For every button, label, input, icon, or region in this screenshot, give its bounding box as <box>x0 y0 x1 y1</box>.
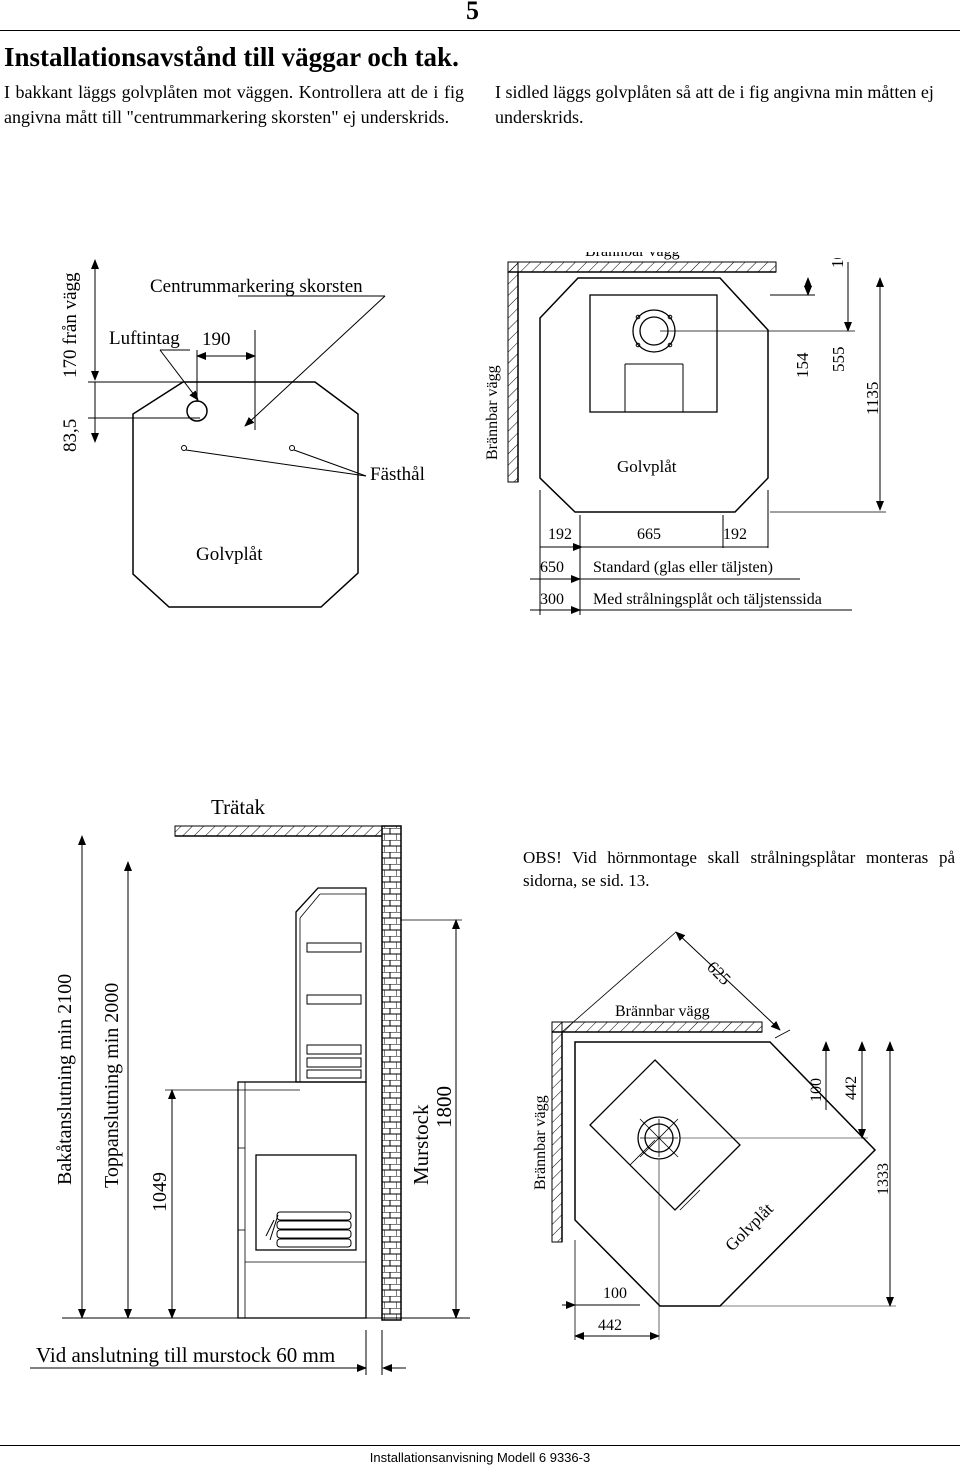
dim-665: 665 <box>637 526 661 543</box>
dim-442-right: 442 <box>843 1076 860 1100</box>
combustible-wall-top <box>551 1021 763 1033</box>
dim-100-bottom: 100 <box>603 1285 627 1302</box>
back-connection-dim: Bakåtanslutning min 2100 <box>54 974 76 1185</box>
air-intake-label: Luftintag <box>109 328 180 349</box>
figure-side-walls: Brännbar vägg Brännbar vägg Golvplåt 154… <box>484 238 886 615</box>
combustible-wall-left <box>507 261 519 483</box>
page-number: 5 <box>466 0 479 25</box>
top-rule <box>0 30 960 31</box>
floor-plate-outline <box>132 381 359 608</box>
firebox-door <box>255 1154 357 1251</box>
ventilation-slots <box>306 942 362 1079</box>
dim-170-from-wall: 170 från vägg <box>60 272 81 378</box>
radiation-plate-label: Med strålningsplåt och täljstenssida <box>593 591 822 608</box>
floor-plate-outline <box>539 277 769 513</box>
footer-rule <box>0 1445 960 1446</box>
dim-1333: 1333 <box>875 1163 892 1195</box>
stove-upper-section <box>295 887 367 1083</box>
dim-300: 300 <box>540 591 564 608</box>
page-title: Installationsavstånd till väggar och tak… <box>4 42 459 72</box>
dim-100-right: 100 <box>808 1078 825 1102</box>
wooden-ceiling-label: Trätak <box>211 795 266 819</box>
center-mark-label: Centrummarkering skorsten <box>150 276 363 297</box>
top-wall-label: Brännbar vägg <box>615 1003 710 1020</box>
figure-elevation: Trätak Murstock 1800 <box>30 795 470 1375</box>
dim-192-right: 192 <box>723 526 747 543</box>
combustible-wall-left <box>551 1021 563 1243</box>
mounting-hole-left <box>181 445 187 451</box>
dim-555: 555 <box>829 347 848 373</box>
dim-154: 154 <box>793 352 812 378</box>
dim-442-bottom: 442 <box>598 1317 622 1334</box>
intro-text-right: I sidled läggs golvplåten så att de i fi… <box>495 82 934 127</box>
standard-clearance-label: Standard (glas eller täljsten) <box>593 559 773 576</box>
dim-83-5: 83,5 <box>60 419 81 452</box>
chimney-connection-note: Vid anslutning till murstock 60 mm <box>36 1343 335 1367</box>
floor-plate-label: Golvplåt <box>196 544 263 565</box>
dim-1800: 1800 <box>432 1086 456 1128</box>
dim-1049: 1049 <box>149 1172 171 1212</box>
floor-plate-label: Golvplåt <box>617 457 677 476</box>
floor-plate-outline <box>574 1041 877 1307</box>
floor-plate-label: Golvplåt <box>721 1199 777 1255</box>
figure-floor-plate-center: 170 från vägg 83,5 Centrummarkering skor… <box>60 259 425 608</box>
dim-190: 190 <box>202 329 231 350</box>
wooden-ceiling <box>174 825 391 837</box>
chimney-brickwork <box>381 825 402 1321</box>
dim-650: 650 <box>540 559 564 576</box>
page-footer: Installationsanvisning Modell 6 9336-3 <box>369 1450 591 1465</box>
combustible-wall-top <box>507 261 777 273</box>
dim-192-left: 192 <box>548 526 572 543</box>
obs-note: OBS! Vid hörnmontage skall strålningsplå… <box>523 848 955 890</box>
dim-1135: 1135 <box>863 382 882 415</box>
stove-footprint <box>589 1059 741 1211</box>
intro-text-left: I bakkant läggs golvplåten mot väggen. K… <box>4 82 464 127</box>
side-wall-label: Brännbar vägg <box>484 365 501 460</box>
side-wall-label: Brännbar vägg <box>532 1095 549 1190</box>
mounting-hole-right <box>289 445 295 451</box>
top-connection-dim: Toppanslutning min 2000 <box>101 983 123 1188</box>
mounting-holes-label: Fästhål <box>370 464 425 485</box>
firewood-logs <box>265 1211 352 1248</box>
stove-body <box>237 1081 367 1319</box>
chimney-label: Murstock <box>409 1104 433 1185</box>
figure-corner-install: Brännbar vägg Brännbar vägg Golvplåt 625… <box>532 931 896 1340</box>
stove-footprint <box>589 294 718 413</box>
